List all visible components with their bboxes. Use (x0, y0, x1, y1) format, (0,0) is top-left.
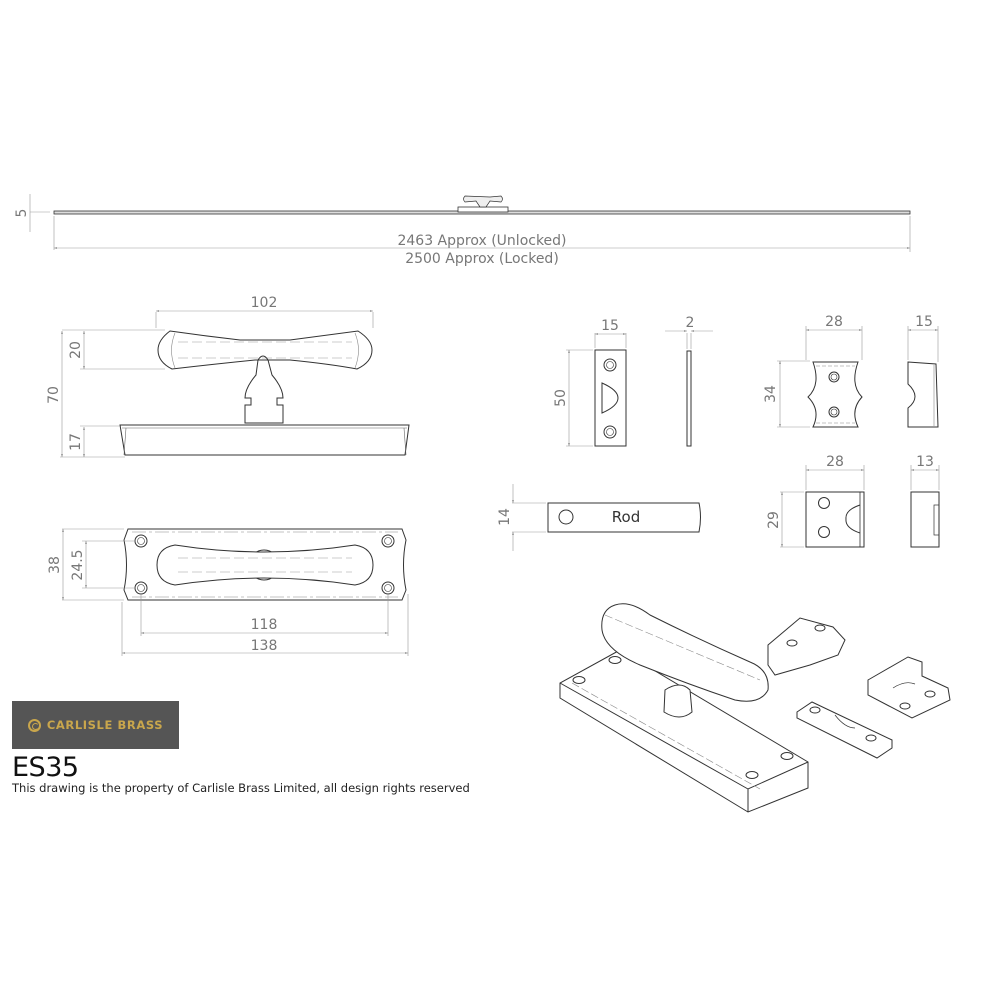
rod-length-locked-dim: 2500 Approx (Locked) (405, 251, 559, 267)
overall-height-dim: 70 (46, 386, 62, 404)
keep-plate-views: 15 50 2 (553, 315, 713, 447)
iso-angle-keep (867, 656, 951, 719)
product-code: ES35 (12, 752, 79, 783)
rod-length-unlocked-dim: 2463 Approx (Unlocked) (397, 233, 566, 249)
handle-width-dim: 102 (251, 295, 278, 311)
carlisle-brass-c-mark-icon (27, 718, 41, 732)
brand-logo: CARLISLE BRASS (12, 701, 179, 749)
handle-side-view: 102 20 70 17 (46, 295, 410, 458)
guide-depth-dim: 15 (915, 314, 933, 330)
rod-label: Rod (612, 508, 640, 526)
rod-end-view: 14 Rod (497, 484, 701, 551)
keep-thickness-dim: 2 (686, 315, 695, 331)
angle-keep-views: 28 29 13 (766, 454, 940, 548)
rod-height-dim: 14 (497, 508, 513, 526)
iso-keep-plate (796, 701, 893, 759)
isometric-view (559, 603, 951, 813)
plate-length-dim: 138 (251, 638, 278, 654)
guide-width-dim: 28 (825, 314, 843, 330)
handle-height-dim: 20 (68, 341, 84, 359)
rod-elevation: 5 2463 Approx (Unlocked) 2500 Approx (Lo… (14, 194, 911, 267)
base-height-dim: 17 (68, 433, 84, 451)
keep-length-dim: 50 (553, 389, 569, 407)
hole-pitch-vertical-dim: 24.5 (70, 549, 86, 580)
rod-thickness-dim: 5 (14, 209, 30, 218)
hole-pitch-horizontal-dim: 118 (251, 617, 278, 633)
rights-notice: This drawing is the property of Carlisle… (12, 781, 470, 795)
angle-keep-width-dim: 28 (826, 454, 844, 470)
angle-keep-height-dim: 29 (766, 511, 782, 529)
iso-handle-backplate (559, 603, 809, 813)
keep-width-dim: 15 (601, 318, 619, 334)
iso-rod-guide (767, 617, 846, 676)
guide-height-dim: 34 (763, 385, 779, 403)
rod-guide-views: 28 34 15 (763, 314, 939, 428)
angle-keep-depth-dim: 13 (916, 454, 934, 470)
brand-name: CARLISLE BRASS (46, 718, 164, 732)
plate-width-dim: 38 (47, 556, 63, 574)
handle-plan-view: 38 24.5 118 138 (47, 528, 409, 656)
